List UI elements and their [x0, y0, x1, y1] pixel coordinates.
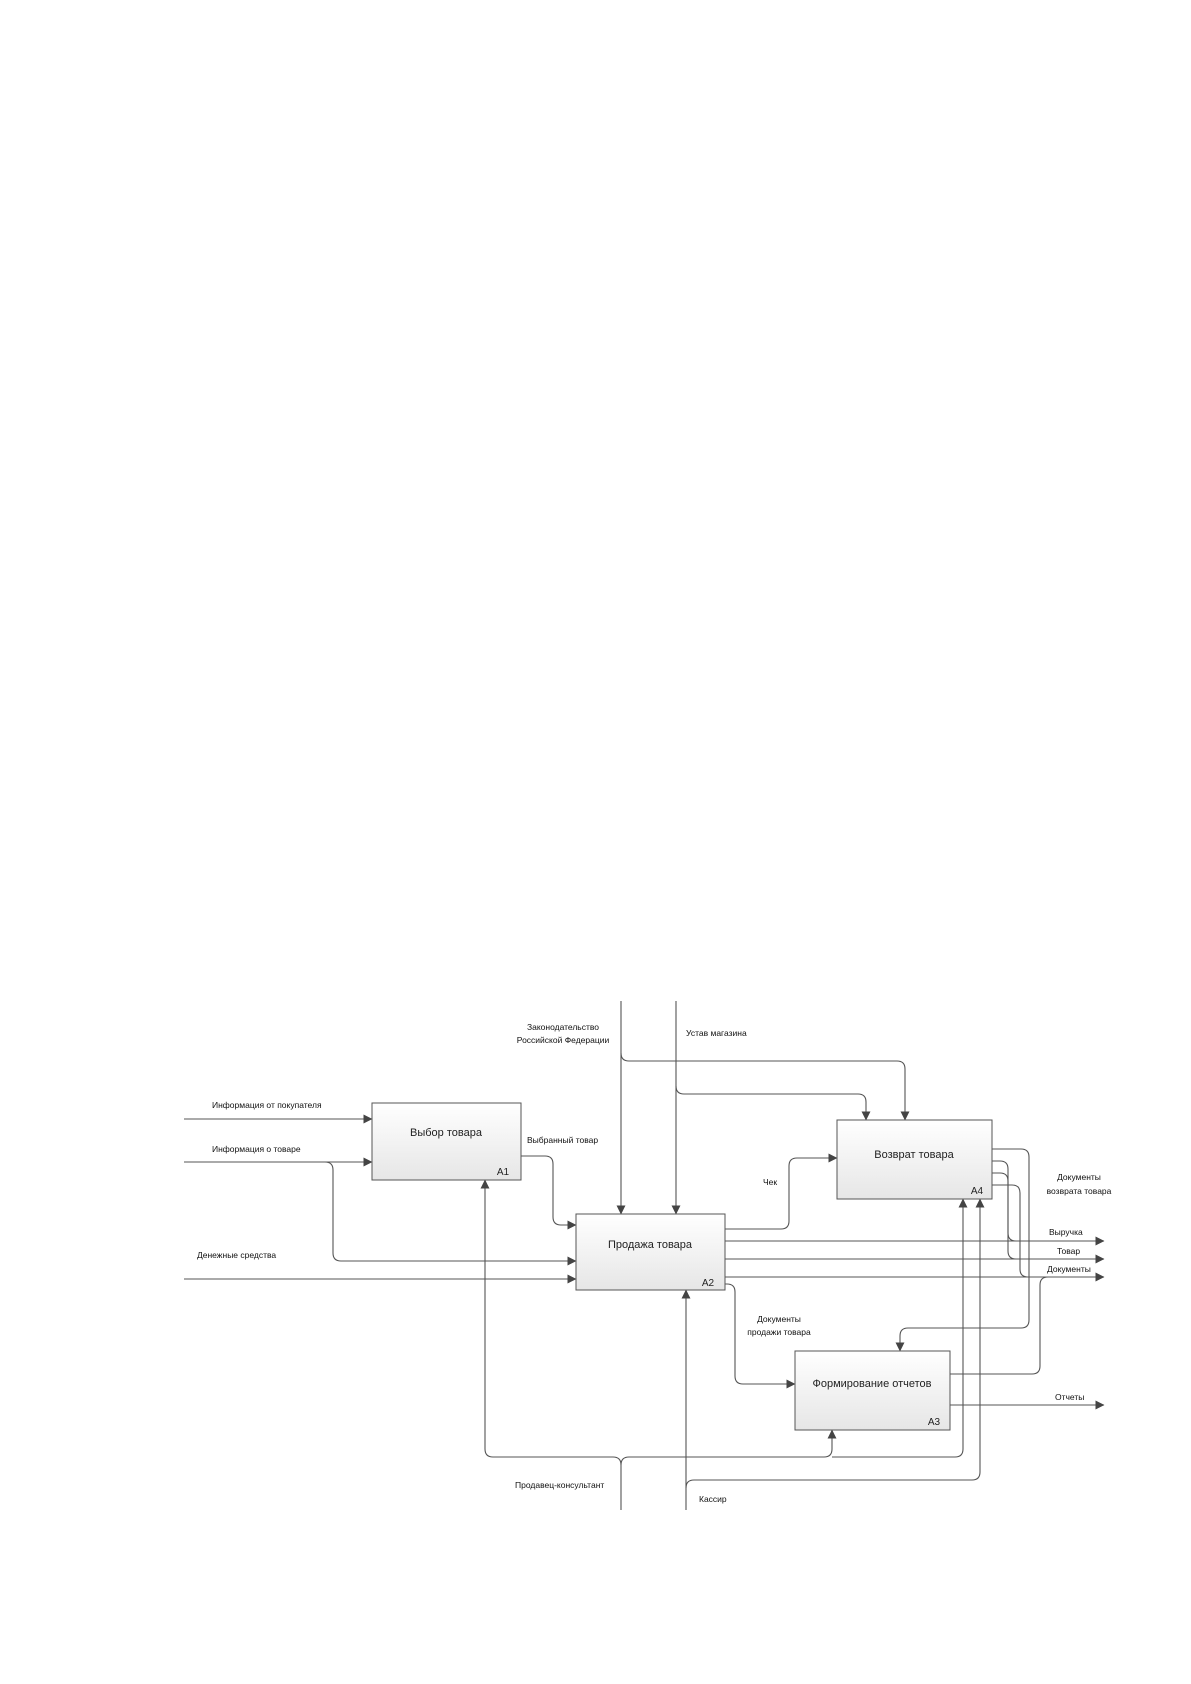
- box-a2-id: A2: [702, 1278, 715, 1289]
- arrow-a4-to-documents: [992, 1184, 1032, 1278]
- box-a2-title: Продажа товара: [608, 1239, 693, 1251]
- box-a1-title: Выбор товара: [410, 1127, 483, 1139]
- label-product: Товар: [1057, 1246, 1080, 1256]
- box-a3-id: A3: [928, 1417, 941, 1428]
- label-revenue: Выручка: [1049, 1227, 1083, 1237]
- box-a4-id: A4: [971, 1186, 984, 1197]
- box-a2: Продажа товара A2: [575, 1213, 726, 1291]
- box-a4-title: Возврат товара: [874, 1149, 954, 1161]
- label-cashier: Кассир: [699, 1494, 727, 1504]
- arrow-consultant-to-a3: [620, 1429, 837, 1466]
- arrow-a4-to-a3: [895, 1148, 1030, 1352]
- arrow-consultant-stem: [480, 1179, 622, 1510]
- label-return-docs-line1: Документы: [1057, 1172, 1101, 1182]
- label-reports: Отчеты: [1055, 1392, 1084, 1402]
- box-a1-id: A1: [497, 1167, 510, 1178]
- arrow-info-product-to-a2: [324, 1161, 577, 1266]
- label-return-docs-line2: возврата товара: [1047, 1186, 1112, 1196]
- label-charter: Устав магазина: [686, 1028, 747, 1038]
- arrow-a3-to-documents: [950, 1276, 1052, 1375]
- box-a2-frame: [575, 1213, 726, 1291]
- arrow-labels: Законодательство Российской Федерации Ус…: [197, 1022, 1112, 1504]
- label-money: Денежные средства: [197, 1250, 276, 1260]
- arrow-legislation-to-a4: [620, 1052, 910, 1121]
- box-a3: Формирование отчетов A3: [794, 1350, 951, 1431]
- label-legislation-line2: Российской Федерации: [517, 1035, 610, 1045]
- box-a1: Выбор товара A1: [371, 1102, 522, 1181]
- label-consultant: Продавец-консультант: [515, 1480, 604, 1490]
- label-info-product: Информация о товаре: [212, 1144, 301, 1154]
- label-legislation-line1: Законодательство: [527, 1022, 599, 1032]
- arrow-cashier-to-a4: [685, 1198, 985, 1489]
- connectors: [184, 1001, 1105, 1510]
- label-sale-docs-line2: продажи товара: [747, 1327, 811, 1337]
- arrow-sale-docs: [725, 1283, 796, 1389]
- label-documents: Документы: [1047, 1264, 1091, 1274]
- arrow-consultant-to-a4: [832, 1198, 968, 1458]
- box-a4-frame: [836, 1119, 993, 1200]
- label-sale-docs-line1: Документы: [757, 1314, 801, 1324]
- arrow-receipt: [725, 1153, 838, 1230]
- arrow-a4-to-product: [992, 1172, 1020, 1260]
- arrow-charter-to-a4: [675, 1085, 871, 1121]
- box-a3-title: Формирование отчетов: [812, 1378, 931, 1390]
- label-selected-product: Выбранный товар: [527, 1135, 598, 1145]
- arrow-selected-product: [521, 1155, 577, 1230]
- box-a3-frame: [794, 1350, 951, 1431]
- box-a1-frame: [371, 1102, 522, 1181]
- label-info-customer: Информация от покупателя: [212, 1100, 322, 1110]
- label-receipt: Чек: [763, 1177, 777, 1187]
- box-a4: Возврат товара A4: [836, 1119, 993, 1200]
